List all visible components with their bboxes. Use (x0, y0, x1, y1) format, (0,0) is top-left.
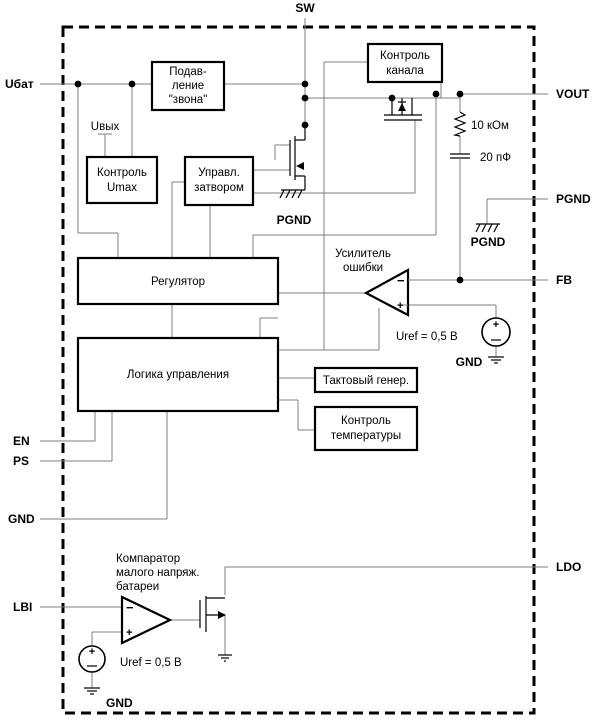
logic-block (76, 336, 280, 413)
pin-gnd: GND (8, 512, 35, 526)
svg-text:+: + (126, 627, 132, 639)
label-uref-bottom: Uref = 0,5 В (120, 657, 182, 669)
suppress-line-1: Подав- (169, 66, 207, 78)
label-capacitor: 20 пФ (480, 152, 511, 164)
svg-text:−: − (126, 600, 134, 615)
resistor (452, 111, 467, 137)
svg-text:+: + (89, 646, 95, 658)
uref-source-bottom: + (78, 645, 106, 695)
label-resistor: 10 кОм (471, 120, 509, 132)
label-gnd-bottom: GND (106, 696, 133, 710)
umax-line-2: Umax (107, 182, 137, 194)
gate-control-block (183, 155, 255, 207)
power-switch-transistor (279, 125, 306, 199)
pin-ldo: LDO (556, 560, 581, 574)
pin-pgnd: PGND (556, 192, 591, 206)
label-pgnd-inner: PGND (277, 213, 312, 227)
temp-line-1: Контроль (341, 415, 391, 427)
clock-label: Тактовый генер. (323, 375, 409, 387)
label-uout: Uвых (91, 121, 120, 133)
channel-line-2: канала (386, 65, 424, 77)
capacitor (450, 153, 470, 168)
label-pgnd-ext: PGND (471, 235, 506, 249)
pin-ubat: Uбат (5, 77, 34, 91)
logic-label: Логика управления (127, 369, 229, 381)
umax-control-block (85, 155, 159, 205)
battery-comparator: − + (120, 595, 173, 645)
gate-line-1: Управл. (198, 167, 240, 179)
suppress-block (150, 60, 226, 112)
label-comparator-3: батареи (116, 581, 159, 593)
pin-sw: SW (295, 1, 315, 15)
error-amplifier: − + (363, 268, 415, 317)
pin-en: EN (13, 434, 30, 448)
gate-line-2: затвором (194, 182, 244, 194)
label-gnd-top: GND (456, 355, 483, 369)
pgnd-ext-symbol (475, 223, 500, 233)
channel-control-block (366, 42, 444, 84)
svg-text:+: + (397, 300, 403, 312)
regulator-block (76, 256, 280, 306)
temperature-control-block (313, 405, 419, 452)
label-comparator-1: Компаратор (116, 553, 180, 565)
svg-text:−: − (397, 273, 405, 288)
regulator-label: Регулятор (151, 276, 205, 288)
pin-fb: FB (556, 273, 572, 287)
temp-line-2: температуры (331, 430, 401, 442)
clock-generator-block (313, 366, 419, 394)
suppress-line-2: ление (172, 80, 204, 92)
ic-outline (61, 25, 536, 715)
label-error-amp-2: ошибки (343, 262, 383, 274)
synchronous-rectifier-transistor (384, 98, 422, 121)
channel-line-1: Контроль (380, 50, 430, 62)
wires (40, 18, 548, 688)
uref-source-top: + (481, 317, 511, 364)
label-uref-top: Uref = 0,5 В (396, 331, 458, 343)
svg-text:+: + (493, 319, 499, 331)
pin-lbi: LBI (13, 600, 32, 614)
suppress-line-3: "звона" (169, 94, 208, 106)
label-comparator-2: малого напряж. (116, 567, 199, 579)
label-error-amp-1: Усилитель (335, 248, 391, 260)
pin-ps: PS (13, 454, 29, 468)
pin-vout: VOUT (556, 87, 590, 101)
ldo-transistor (199, 596, 232, 662)
umax-line-1: Контроль (97, 167, 147, 179)
